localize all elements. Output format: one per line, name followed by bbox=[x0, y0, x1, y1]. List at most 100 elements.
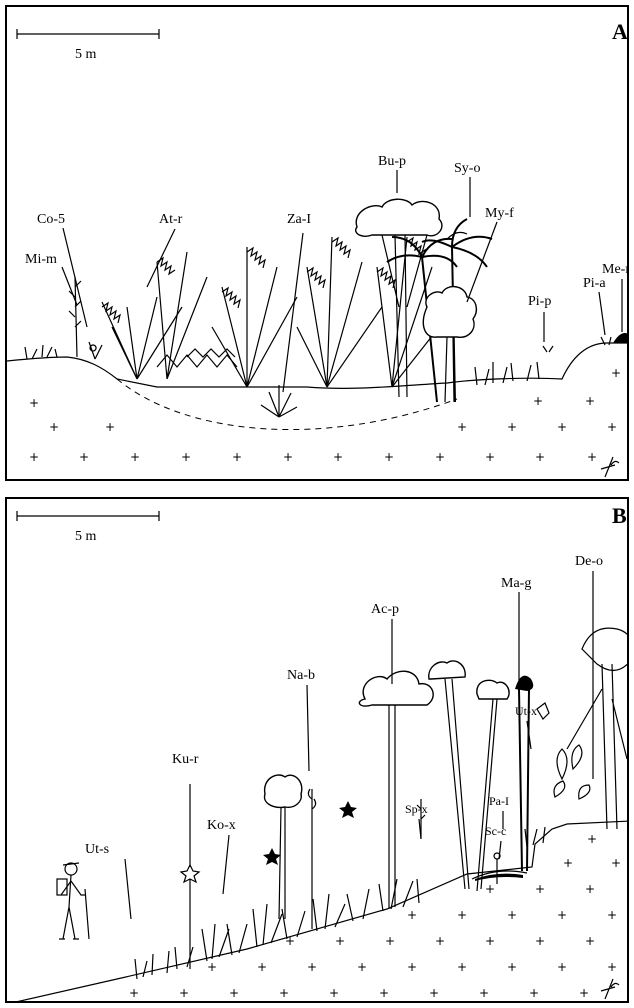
svg-text:+: + bbox=[379, 986, 389, 1000]
label-ku-r: Ku-r bbox=[172, 752, 199, 767]
tall-tree-pair bbox=[429, 661, 509, 891]
small-tree-ko-x bbox=[265, 775, 302, 919]
svg-text:+: + bbox=[535, 450, 545, 464]
svg-text:+: + bbox=[257, 960, 267, 974]
svg-text:+: + bbox=[557, 908, 567, 922]
svg-text:+: + bbox=[283, 450, 293, 464]
label-sp-x: Sp-x bbox=[405, 802, 428, 816]
svg-text:+: + bbox=[429, 986, 439, 1000]
ground-line bbox=[7, 343, 629, 388]
svg-text:+: + bbox=[79, 450, 89, 464]
svg-text:+: + bbox=[435, 934, 445, 948]
label-mi-m: Mi-m bbox=[25, 252, 57, 267]
scale-label: 5 m bbox=[75, 47, 97, 62]
svg-text:+: + bbox=[335, 934, 345, 948]
label-sc-c: Sc-c bbox=[485, 824, 506, 838]
label-pi-a: Pi-a bbox=[583, 276, 606, 291]
svg-text:+: + bbox=[485, 934, 495, 948]
svg-text:+: + bbox=[587, 832, 597, 846]
star-flowers bbox=[263, 801, 357, 865]
svg-text:+: + bbox=[129, 986, 139, 1000]
svg-text:+: + bbox=[585, 882, 595, 896]
hiker-figure bbox=[57, 863, 89, 939]
scale-bar bbox=[17, 511, 159, 521]
svg-text:+: + bbox=[307, 960, 317, 974]
label-pi-p: Pi-p bbox=[528, 294, 551, 309]
svg-text:+: + bbox=[485, 882, 495, 896]
svg-text:+: + bbox=[130, 450, 140, 464]
svg-text:+: + bbox=[579, 986, 589, 1000]
svg-text:+: + bbox=[535, 882, 545, 896]
svg-text:+: + bbox=[485, 450, 495, 464]
svg-text:+: + bbox=[333, 450, 343, 464]
svg-text:+: + bbox=[535, 934, 545, 948]
svg-text:+: + bbox=[407, 960, 417, 974]
scale-bar bbox=[17, 29, 159, 39]
svg-text:+: + bbox=[587, 450, 597, 464]
de-o-tree bbox=[554, 628, 629, 829]
svg-text:+: + bbox=[232, 450, 242, 464]
svg-text:+: + bbox=[611, 856, 621, 870]
svg-text:+: + bbox=[29, 450, 39, 464]
svg-text:+: + bbox=[507, 960, 517, 974]
panel-a: 5 m A bbox=[5, 5, 629, 481]
za-i-plant bbox=[261, 385, 297, 417]
label-bu-p: Bu-p bbox=[378, 154, 406, 169]
svg-text:+: + bbox=[181, 450, 191, 464]
svg-text:+: + bbox=[207, 960, 217, 974]
svg-text:+: + bbox=[29, 396, 39, 410]
svg-text:+: + bbox=[611, 366, 621, 380]
ac-p-tree bbox=[359, 671, 433, 909]
label-my-f: My-f bbox=[485, 206, 514, 221]
panel-letter: A bbox=[612, 19, 628, 44]
label-at-r: At-r bbox=[159, 212, 183, 227]
svg-text:+: + bbox=[384, 450, 394, 464]
svg-text:+: + bbox=[607, 960, 617, 974]
co-5-plant bbox=[89, 342, 102, 359]
scale-label: 5 m bbox=[75, 529, 97, 544]
svg-text:+: + bbox=[457, 908, 467, 922]
svg-text:+: + bbox=[529, 986, 539, 1000]
label-za-i: Za-I bbox=[287, 212, 311, 227]
svg-text:+: + bbox=[585, 394, 595, 408]
label-ac-p: Ac-p bbox=[371, 602, 399, 617]
svg-text:+: + bbox=[285, 934, 295, 948]
svg-text:+: + bbox=[357, 960, 367, 974]
svg-text:+: + bbox=[507, 420, 517, 434]
ku-r-plant bbox=[181, 865, 199, 969]
me-m-plant bbox=[613, 333, 629, 343]
svg-text:+: + bbox=[563, 856, 573, 870]
panel-letter: B bbox=[612, 503, 627, 528]
svg-text:+: + bbox=[557, 420, 567, 434]
label-de-o: De-o bbox=[575, 554, 603, 569]
svg-text:+: + bbox=[607, 908, 617, 922]
svg-text:+: + bbox=[385, 934, 395, 948]
label-ko-x: Ko-x bbox=[207, 818, 236, 833]
svg-text:+: + bbox=[229, 986, 239, 1000]
svg-text:+: + bbox=[533, 394, 543, 408]
label-ma-g: Ma-g bbox=[501, 576, 531, 591]
svg-text:+: + bbox=[479, 986, 489, 1000]
panel-b-drawing: 5 m B bbox=[7, 499, 629, 1003]
svg-text:+: + bbox=[49, 420, 59, 434]
svg-text:+: + bbox=[279, 986, 289, 1000]
svg-text:+: + bbox=[507, 908, 517, 922]
label-ut-x: Ut-x bbox=[515, 704, 537, 718]
label-ut-s: Ut-s bbox=[85, 842, 109, 857]
bedrock-crosses: + + + + + + + + + + + + + + + + + + + + + + + + + + + + + + + +… bbox=[129, 832, 621, 1000]
svg-text:+: + bbox=[457, 960, 467, 974]
panel-a-drawing: 5 m A bbox=[7, 7, 629, 481]
svg-text:+: + bbox=[585, 934, 595, 948]
pi-p-plants bbox=[475, 346, 553, 385]
signature-mark bbox=[601, 457, 619, 477]
label-na-b: Na-b bbox=[287, 668, 315, 683]
svg-text:+: + bbox=[557, 960, 567, 974]
svg-text:+: + bbox=[329, 986, 339, 1000]
leader-lines bbox=[62, 170, 622, 392]
svg-text:+: + bbox=[407, 908, 417, 922]
svg-text:+: + bbox=[105, 420, 115, 434]
svg-text:+: + bbox=[607, 420, 617, 434]
label-pa-i: Pa-I bbox=[489, 794, 509, 808]
label-sy-o: Sy-o bbox=[454, 161, 480, 176]
svg-text:+: + bbox=[179, 986, 189, 1000]
